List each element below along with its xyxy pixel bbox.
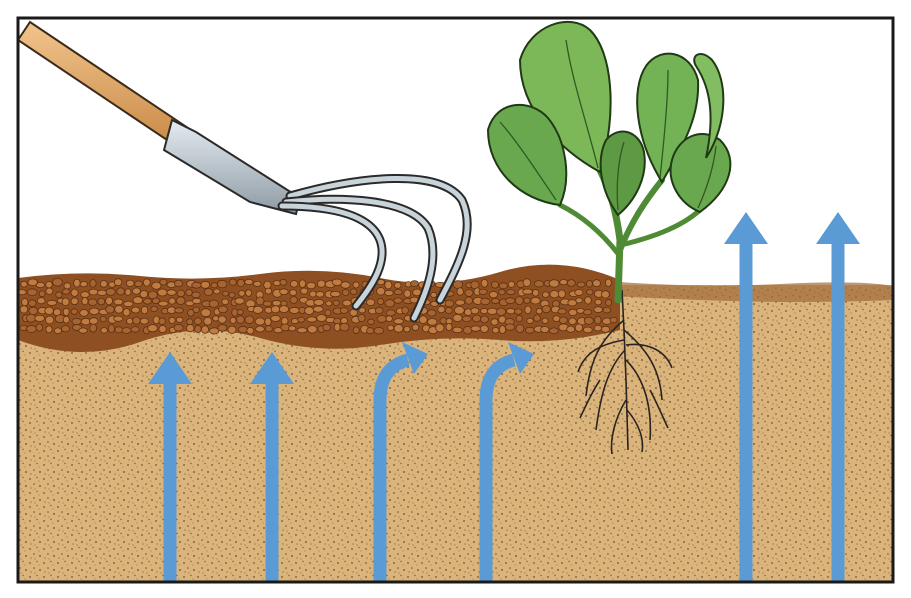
sky-area — [18, 18, 893, 288]
